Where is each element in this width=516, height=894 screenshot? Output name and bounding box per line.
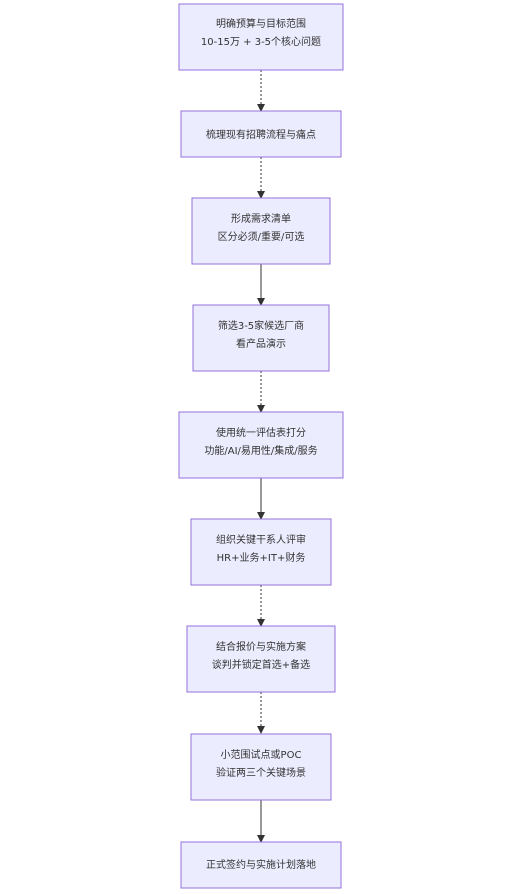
node-9: 正式签约与实施计划落地 (180, 841, 342, 889)
node-3-line-1: 形成需求清单 (231, 212, 291, 225)
node-8-line-2: 验证两三个关键场景 (216, 766, 306, 779)
node-5-line-2: 功能/AI/易用性/集成/服务 (204, 444, 317, 457)
svg-text:形成需求清单: 形成需求清单 (231, 212, 291, 225)
node-9-box (180, 841, 342, 889)
node-1-line-1: 明确预算与目标范围 (216, 17, 306, 30)
node-3-line-2: 区分必须/重要/可选 (218, 230, 305, 243)
svg-text:10-15万 + 3-5个核心问题: 10-15万 + 3-5个核心问题 (201, 35, 321, 48)
node-7-line-1: 结合报价与实施方案 (216, 640, 306, 653)
node-7-box (186, 625, 336, 693)
svg-text:结合报价与实施方案: 结合报价与实施方案 (216, 640, 306, 653)
svg-text:正式签约与实施计划落地: 正式签约与实施计划落地 (206, 858, 316, 871)
node-1-box (178, 3, 344, 71)
node-2-box (180, 110, 342, 158)
node-6-line-2: HR+业务+IT+财务 (217, 551, 306, 564)
svg-text:功能/AI/易用性/集成/服务: 功能/AI/易用性/集成/服务 (204, 444, 317, 457)
node-6: 组织关键干系人评审 HR+业务+IT+财务 (190, 518, 332, 586)
node-3: 形成需求清单 区分必须/重要/可选 (191, 197, 331, 265)
svg-text:看产品演示: 看产品演示 (236, 337, 286, 350)
node-4-line-2: 看产品演示 (236, 337, 286, 350)
node-7-line-2: 谈判并锁定首选+备选 (212, 658, 310, 671)
node-4-box (192, 304, 330, 372)
svg-text:明确预算与目标范围: 明确预算与目标范围 (216, 17, 306, 30)
node-1: 明确预算与目标范围 10-15万 + 3-5个核心问题 (178, 3, 344, 71)
node-7: 结合报价与实施方案 谈判并锁定首选+备选 (186, 625, 336, 693)
svg-text:验证两三个关键场景: 验证两三个关键场景 (216, 766, 306, 779)
node-4: 筛选3-5家候选厂商 看产品演示 (192, 304, 330, 372)
svg-text:梳理现有招聘流程与痛点: 梳理现有招聘流程与痛点 (206, 128, 316, 141)
svg-text:HR+业务+IT+财务: HR+业务+IT+财务 (217, 551, 306, 564)
svg-text:谈判并锁定首选+备选: 谈判并锁定首选+备选 (212, 658, 310, 671)
node-5: 使用统一评估表打分 功能/AI/易用性/集成/服务 (178, 411, 344, 479)
node-8-line-1: 小范围试点或POC (221, 748, 302, 761)
svg-text:组织关键干系人评审: 组织关键干系人评审 (216, 533, 306, 546)
node-8-box (190, 733, 332, 801)
svg-text:区分必须/重要/可选: 区分必须/重要/可选 (218, 230, 305, 243)
node-4-line-1: 筛选3-5家候选厂商 (218, 319, 304, 332)
node-6-box (190, 518, 332, 586)
svg-text:筛选3-5家候选厂商: 筛选3-5家候选厂商 (218, 319, 304, 332)
node-5-box (178, 411, 344, 479)
node-9-line-1: 正式签约与实施计划落地 (206, 858, 316, 871)
node-5-line-1: 使用统一评估表打分 (216, 426, 306, 439)
node-2: 梳理现有招聘流程与痛点 (180, 110, 342, 158)
svg-text:使用统一评估表打分: 使用统一评估表打分 (216, 426, 306, 439)
node-2-line-1: 梳理现有招聘流程与痛点 (206, 128, 316, 141)
node-8: 小范围试点或POC 验证两三个关键场景 (190, 733, 332, 801)
node-6-line-1: 组织关键干系人评审 (216, 533, 306, 546)
node-3-box (191, 197, 331, 265)
svg-text:小范围试点或POC: 小范围试点或POC (221, 748, 302, 761)
node-1-line-2: 10-15万 + 3-5个核心问题 (201, 35, 321, 48)
